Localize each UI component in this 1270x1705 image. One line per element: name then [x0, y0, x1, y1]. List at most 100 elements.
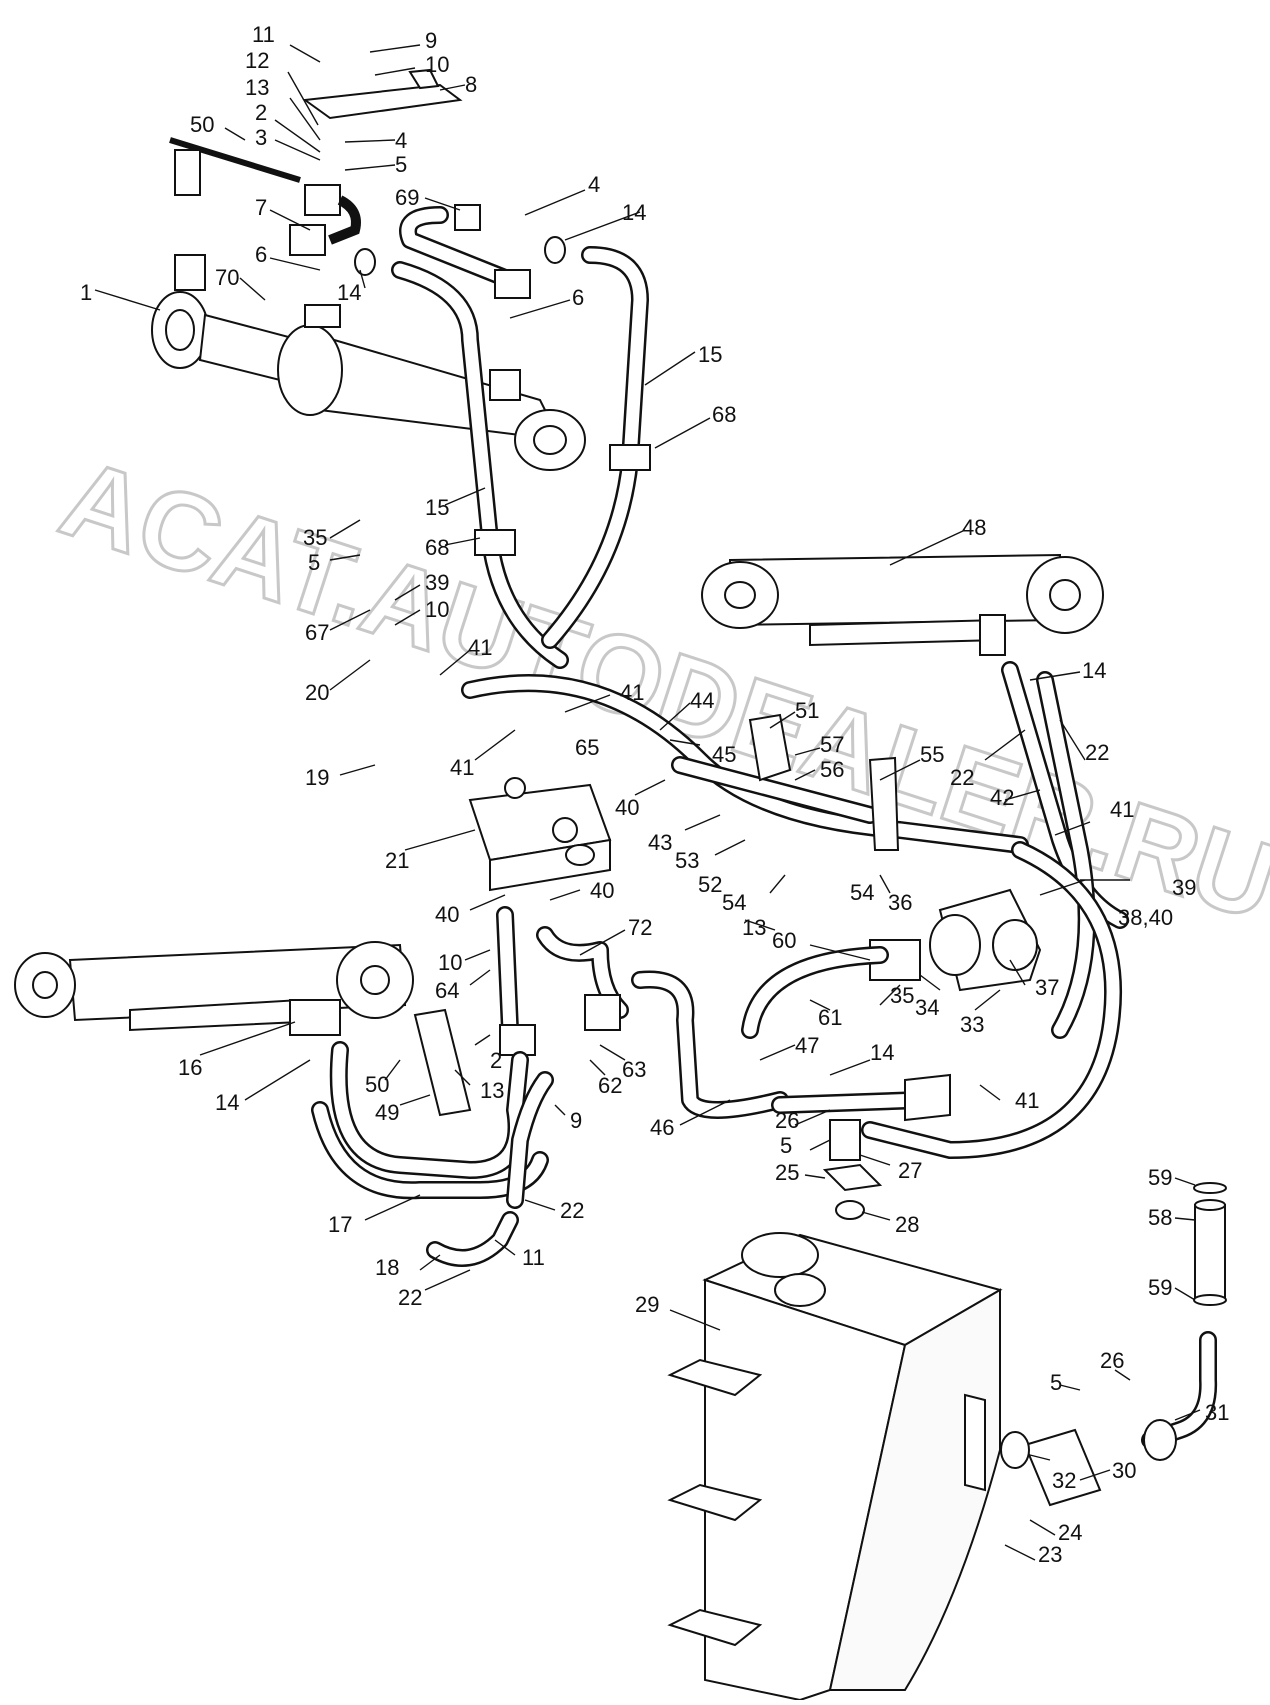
pipe-valve-down	[496, 906, 536, 1056]
gasket-28	[835, 1200, 865, 1220]
callout-3: 3	[255, 125, 267, 150]
callout-10: 10	[438, 950, 462, 975]
bracket-51	[748, 713, 792, 782]
callout-14: 14	[337, 280, 361, 305]
return-hose-large	[861, 841, 1122, 1159]
flange-14-top-left	[354, 248, 376, 276]
callout-41: 41	[450, 755, 474, 780]
lift-cylinder-left	[14, 941, 414, 1036]
callout-49: 49	[375, 1100, 399, 1125]
callout-68: 68	[712, 402, 736, 427]
callout-12: 12	[245, 48, 269, 73]
callout-24: 24	[1058, 1520, 1082, 1545]
callout-22: 22	[560, 1198, 584, 1223]
callout-31: 31	[1205, 1400, 1229, 1425]
callout-41: 41	[620, 680, 644, 705]
callout-28: 28	[895, 1212, 919, 1237]
callout-8: 8	[465, 72, 477, 97]
callout-10: 10	[425, 52, 449, 77]
callout-5: 5	[395, 152, 407, 177]
lift-cylinder-upper	[151, 291, 586, 471]
callout-38-40: 38,40	[1118, 905, 1173, 930]
callout-22: 22	[950, 765, 974, 790]
callout-20: 20	[305, 680, 329, 705]
clamp-59-upper	[1193, 1182, 1227, 1194]
callout-54: 54	[850, 880, 874, 905]
callout-34: 34	[915, 995, 939, 1020]
callout-50: 50	[190, 112, 214, 137]
clamp-59-lower	[1193, 1294, 1227, 1306]
hose-42	[461, 674, 1029, 854]
callout-65: 65	[575, 735, 599, 760]
callout-16: 16	[178, 1055, 202, 1080]
callout-40: 40	[435, 902, 459, 927]
callout-72: 72	[628, 915, 652, 940]
flange-30	[1023, 1428, 1102, 1507]
callout-52: 52	[698, 872, 722, 897]
callout-26: 26	[1100, 1348, 1124, 1373]
control-valve	[468, 777, 612, 892]
callout-29: 29	[635, 1292, 659, 1317]
callout-58: 58	[1148, 1205, 1172, 1230]
hydraulic-tank	[667, 1232, 1003, 1702]
callout-57: 57	[820, 732, 844, 757]
callout-59: 59	[1148, 1165, 1172, 1190]
callout-43: 43	[648, 830, 672, 855]
callout-40: 40	[590, 878, 614, 903]
lift-cylinder-right	[701, 553, 1104, 656]
callout-61: 61	[818, 1005, 842, 1030]
callout-54: 54	[722, 890, 746, 915]
hose-15-right	[541, 246, 651, 649]
tube-block-7	[289, 184, 361, 256]
callout-9: 9	[425, 28, 437, 53]
callout-41: 41	[1015, 1088, 1039, 1113]
callout-10: 10	[425, 597, 449, 622]
callout-14: 14	[870, 1040, 894, 1065]
callout-9: 9	[570, 1108, 582, 1133]
bracket-49	[413, 1008, 472, 1117]
leader-lines	[94, 44, 1201, 1561]
mounting-plate-upper	[302, 68, 463, 120]
callout-46: 46	[650, 1115, 674, 1140]
steel-tube-46	[631, 970, 789, 1119]
callout-22: 22	[398, 1285, 422, 1310]
callout-51: 51	[795, 698, 819, 723]
callout-4: 4	[588, 172, 600, 197]
steel-tube-72	[536, 926, 629, 1031]
callout-7: 7	[255, 195, 267, 220]
callout-27: 27	[898, 1158, 922, 1183]
callout-11: 11	[252, 22, 275, 47]
callout-19: 19	[305, 765, 329, 790]
callout-5: 5	[1050, 1370, 1062, 1395]
callout-68: 68	[425, 535, 449, 560]
callout-5: 5	[780, 1133, 792, 1158]
callout-40: 40	[615, 795, 639, 820]
callout-13: 13	[742, 915, 766, 940]
callout-41: 41	[1110, 797, 1134, 822]
callout-32: 32	[1052, 1468, 1076, 1493]
callout-23: 23	[1038, 1542, 1062, 1567]
callout-4: 4	[395, 128, 407, 153]
callout-70: 70	[215, 265, 239, 290]
callout-47: 47	[795, 1033, 819, 1058]
callout-48: 48	[962, 515, 986, 540]
flange-25	[822, 1163, 883, 1192]
callout-50: 50	[365, 1072, 389, 1097]
callout-33: 33	[960, 1012, 984, 1037]
callout-44: 44	[690, 688, 714, 713]
callout-69: 69	[395, 185, 419, 210]
callout-55: 55	[920, 742, 944, 767]
callout-36: 36	[888, 890, 912, 915]
callout-63: 63	[622, 1057, 646, 1082]
callout-42: 42	[990, 785, 1014, 810]
callout-37: 37	[1035, 975, 1059, 1000]
callout-13: 13	[480, 1078, 504, 1103]
suction-hose-60	[741, 946, 889, 1039]
callout-41: 41	[468, 635, 492, 660]
callout-labels: 11 9 12 10 8 13 50 2 3 4 5 7 69 4 14 6 7…	[80, 22, 1229, 1567]
callout-2: 2	[255, 100, 267, 125]
callout-39: 39	[425, 570, 449, 595]
hose-15-left	[391, 261, 569, 669]
callout-18: 18	[375, 1255, 399, 1280]
